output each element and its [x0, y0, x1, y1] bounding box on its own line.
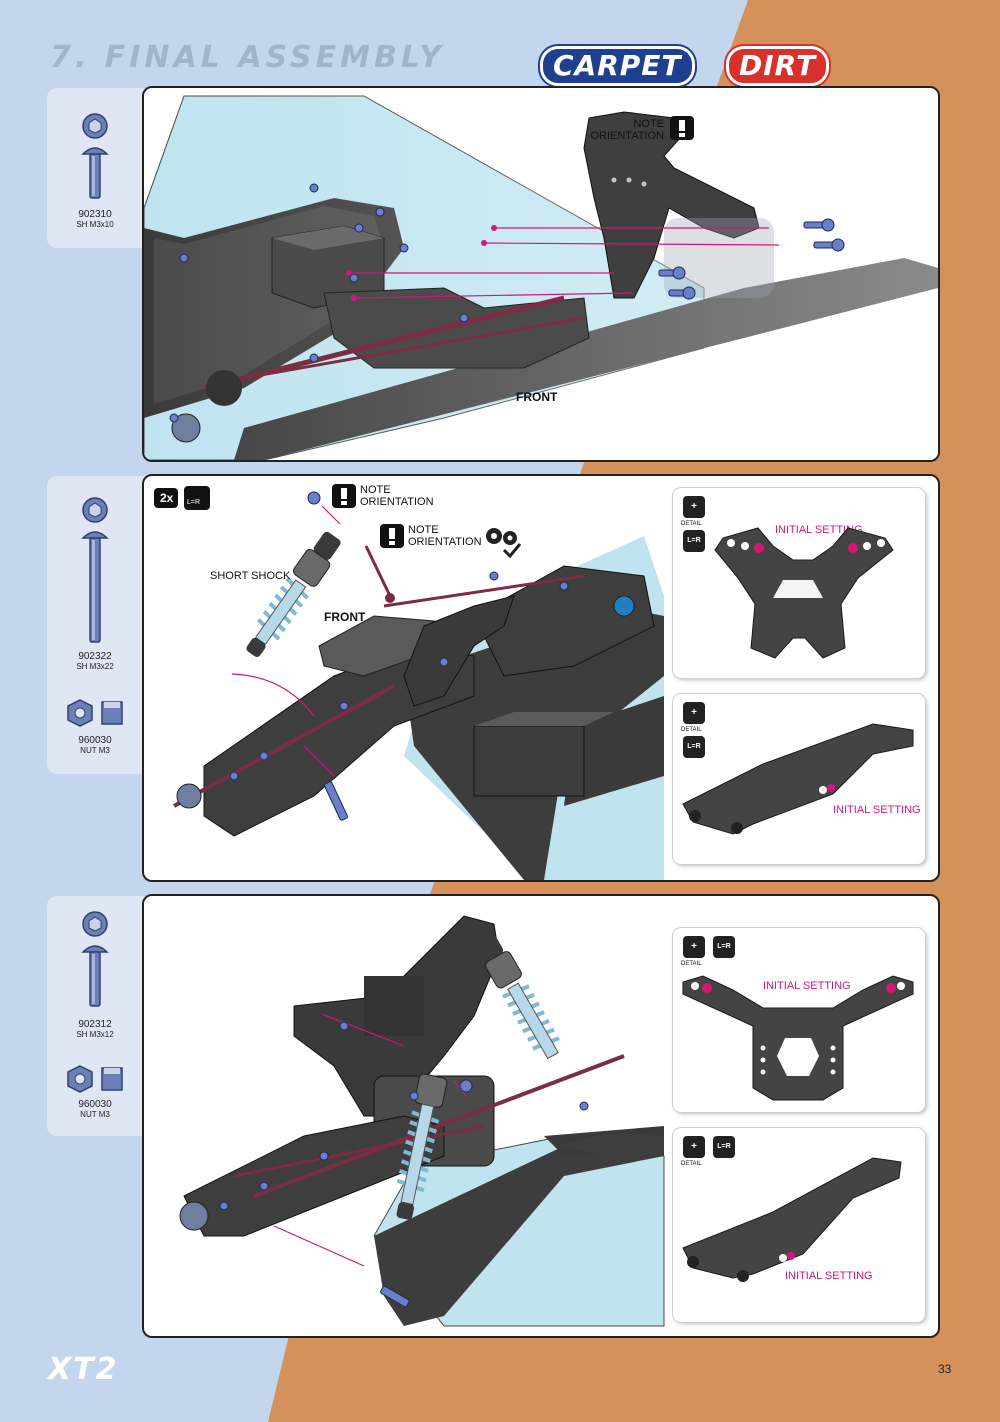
- step1-assembly-illustration: [144, 88, 938, 460]
- part-description: SH M3x12: [76, 1030, 114, 1039]
- suspension-arm-detail-drawing: [682, 1157, 902, 1282]
- page-number: 33: [938, 1362, 952, 1376]
- part-description: NUT M3: [80, 746, 110, 755]
- initial-setting-label: INITIAL SETTING: [763, 980, 851, 992]
- part-code-902322: 902322 SH M3x22: [45, 652, 145, 672]
- front-label: FRONT: [516, 390, 558, 404]
- part-code-902310: 902310 SH M3x10: [45, 210, 145, 230]
- symmetry-icon: L=R: [713, 1136, 735, 1158]
- step1-illustration-box: NOTE ORIENTATION FRONT: [142, 86, 940, 462]
- symmetry-icon: L=R: [683, 530, 705, 552]
- detail-magnifier-icon: +: [683, 702, 705, 724]
- step1-parts-box: [47, 88, 157, 248]
- step3-parts-box: [47, 896, 157, 1136]
- step2-detail-shock-tower: + DETAIL L=R INITIAL SETTING: [673, 488, 925, 678]
- detail-magnifier-icon: +: [683, 496, 705, 518]
- section-title: 7. FINAL ASSEMBLY: [50, 40, 445, 75]
- xt2-logo: XT2: [48, 1352, 119, 1387]
- step3-detail-shock-tower: + DETAIL L=R INITIAL SETTING: [673, 928, 925, 1112]
- part-code-960030: 960030 NUT M3: [45, 736, 145, 756]
- step2-assembly-illustration: [154, 484, 664, 880]
- multiplier-2x-label: 2x: [160, 491, 174, 505]
- step3-assembly-illustration: [179, 915, 665, 1327]
- part-number: 902312: [78, 1019, 112, 1030]
- detail-tag: DETAIL: [681, 1161, 702, 1167]
- shock-tower-detail-drawing: [682, 975, 914, 1101]
- part-description: SH M3x22: [76, 662, 114, 671]
- initial-setting-label: INITIAL SETTING: [833, 804, 921, 816]
- initial-setting-label: INITIAL SETTING: [785, 1270, 873, 1282]
- part-number: 902310: [78, 209, 112, 220]
- suspension-arm-detail-drawing: [682, 723, 914, 835]
- initial-setting-label: INITIAL SETTING: [775, 524, 863, 536]
- screw-icon: [81, 497, 109, 643]
- step2-detail-arm: + DETAIL L=R INITIAL SETTING: [673, 694, 925, 864]
- front-label: FRONT: [324, 610, 366, 624]
- part-number: 960030: [78, 1099, 112, 1110]
- part-description: SH M3x10: [76, 220, 114, 229]
- detail-tag: DETAIL: [681, 521, 702, 527]
- symmetry-icon: L=R: [683, 736, 705, 758]
- note-orientation-label: NOTE ORIENTATION: [590, 118, 664, 142]
- part-code-960030: 960030 NUT M3: [45, 1100, 145, 1120]
- screw-icon: [81, 113, 109, 199]
- part-description: NUT M3: [80, 1110, 110, 1119]
- detail-magnifier-icon: +: [683, 1136, 705, 1158]
- dirt-badge: DIRT: [726, 46, 830, 86]
- part-code-902312: 902312 SH M3x12: [45, 1020, 145, 1040]
- detail-tag: DETAIL: [681, 961, 702, 967]
- part-number: 902322: [78, 651, 112, 662]
- carpet-badge: CARPET: [540, 46, 695, 86]
- shock-tower-detail-drawing: [714, 527, 894, 659]
- detail-magnifier-icon: +: [683, 936, 705, 958]
- step3-detail-arm: + DETAIL L=R INITIAL SETTING: [673, 1128, 925, 1322]
- detail-tag: DETAIL: [681, 727, 702, 733]
- short-shock-label: SHORT SHOCK: [210, 570, 291, 582]
- symmetry-label: L=R: [187, 499, 201, 506]
- lock-nut-icon: [67, 1065, 123, 1093]
- symmetry-icon: L=R: [713, 936, 735, 958]
- note-orientation-label: NOTE ORIENTATION: [360, 484, 434, 508]
- note-orientation-label: NOTE ORIENTATION: [408, 524, 482, 548]
- lock-nut-icon: [67, 699, 123, 727]
- part-number: 960030: [78, 735, 112, 746]
- screw-icon: [81, 911, 109, 1007]
